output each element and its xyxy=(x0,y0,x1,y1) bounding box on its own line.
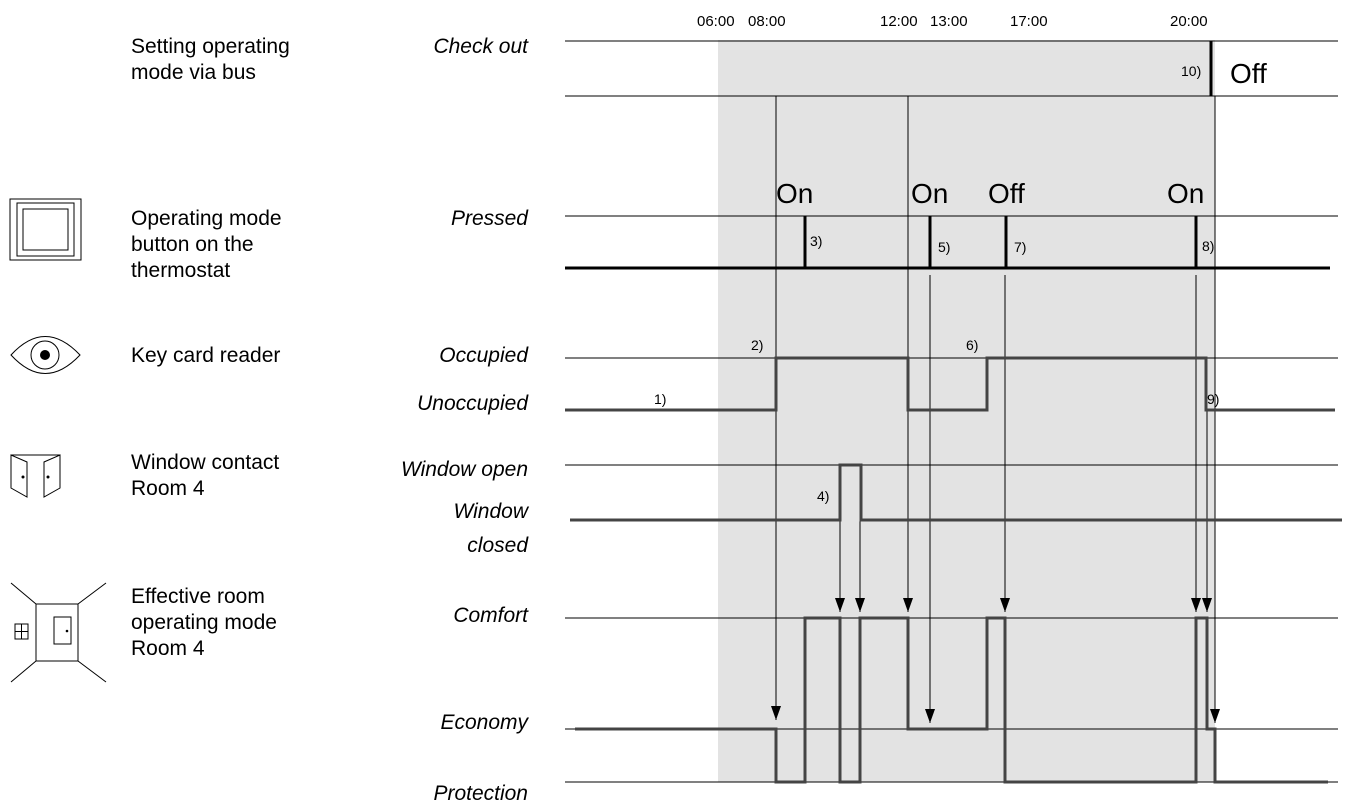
description-line: button on the xyxy=(131,233,254,256)
signal-label: Window xyxy=(453,500,529,523)
signal-label: closed xyxy=(467,534,529,557)
window-signal xyxy=(570,463,1342,522)
reference-lines xyxy=(565,40,1338,783)
window-contact-icon xyxy=(10,454,61,498)
room-icon xyxy=(10,582,107,683)
note-marker: 8) xyxy=(1202,238,1214,254)
description-line: Effective room xyxy=(131,585,265,608)
note-marker: 3) xyxy=(810,233,822,249)
signal-label: Window open xyxy=(401,458,528,481)
note-marker: 1) xyxy=(654,391,666,407)
time-label: 12:00 xyxy=(880,13,918,30)
description-line: operating mode xyxy=(131,611,277,634)
signal-label: Economy xyxy=(440,711,529,734)
pressed-signal xyxy=(565,216,1330,270)
signal-label: Pressed xyxy=(451,207,529,230)
off-label: Off xyxy=(988,178,1025,209)
description-line: Window contact xyxy=(131,451,279,474)
description-window: Window contact Room 4 xyxy=(131,451,279,500)
thermostat-icon xyxy=(9,198,82,261)
time-label: 17:00 xyxy=(1010,13,1048,30)
description-keycard: Key card reader xyxy=(131,344,280,367)
description-line: mode via bus xyxy=(131,61,256,84)
time-label: 08:00 xyxy=(748,13,786,30)
signal-label: Unoccupied xyxy=(417,392,529,415)
description-line: Setting operating xyxy=(131,35,290,58)
description-bus: Setting operating mode via bus xyxy=(131,35,290,84)
on-label: On xyxy=(911,178,948,209)
eye-icon xyxy=(10,336,81,374)
on-label: On xyxy=(776,178,813,209)
off-label: Off xyxy=(1230,58,1267,89)
note-marker: 7) xyxy=(1014,239,1026,255)
description-line: Operating mode xyxy=(131,207,282,230)
time-label: 20:00 xyxy=(1170,13,1208,30)
note-marker: 2) xyxy=(751,337,763,353)
event-labels: On On Off On Off xyxy=(776,58,1267,209)
signal-label: Check out xyxy=(433,35,529,58)
time-label: 13:00 xyxy=(930,13,968,30)
note-marker: 10) xyxy=(1181,63,1201,79)
effective-mode-signal xyxy=(575,616,1328,784)
signal-label: Comfort xyxy=(453,604,529,627)
note-marker: 5) xyxy=(938,239,950,255)
footnote-markers: 1) 2) 3) 4) 5) 6) 7) 8) 9) 10) xyxy=(654,63,1219,504)
signal-label: Protection xyxy=(433,782,528,805)
signal-label: Occupied xyxy=(439,344,529,367)
note-marker: 4) xyxy=(817,488,829,504)
time-label: 06:00 xyxy=(697,13,735,30)
description-line: Key card reader xyxy=(131,344,280,367)
event-arrows xyxy=(771,96,1220,723)
description-effective: Effective room operating mode Room 4 xyxy=(131,585,277,660)
occupancy-signal xyxy=(565,356,1335,412)
description-line: thermostat xyxy=(131,259,230,282)
time-axis: 06:00 08:00 12:00 13:00 17:00 20:00 xyxy=(697,13,1208,30)
description-line: Room 4 xyxy=(131,637,205,660)
note-marker: 6) xyxy=(966,337,978,353)
description-line: Room 4 xyxy=(131,477,205,500)
description-button: Operating mode button on the thermostat xyxy=(131,207,282,282)
on-label: On xyxy=(1167,178,1204,209)
note-marker: 9) xyxy=(1207,391,1219,407)
